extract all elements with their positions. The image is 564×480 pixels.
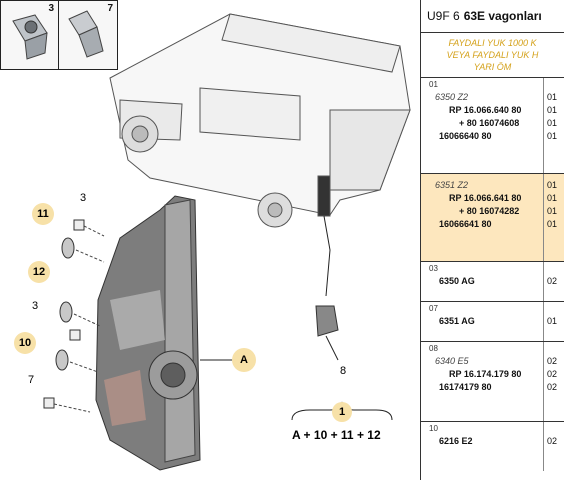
callout-1[interactable]: 1 [332,402,352,422]
exploded-view [43,13,411,471]
qty-divider [543,422,544,471]
part-quantity: 01 [547,180,558,190]
vehicle-type: 63E vagonları [463,9,542,23]
part-reference: 6340 E5 [435,356,469,366]
rear-lamp-assembly [95,195,201,471]
label-3-top: 3 [80,192,87,204]
callout-10[interactable]: 10 [14,332,36,354]
part-reference: RP 16.174.179 80 [449,369,522,379]
row-index: 03 [429,264,438,273]
lamp-lens-part [315,305,339,337]
thumbnail-number: 3 [48,3,54,14]
part-quantity: 01 [547,118,558,128]
row-index: 10 [429,424,438,433]
part-reference: 6351 Z2 [435,180,469,190]
panel-header: U9F 6 63E vagonları [421,0,564,33]
payload-note-line: VEYA FAYDALI YUK H [446,50,539,60]
part-reference: + 80 16074608 [459,118,520,128]
part-reference: 6350 AG [439,276,475,286]
part-reference: 6216 E2 [439,436,473,446]
part-reference: 16066640 80 [439,131,492,141]
row-index: 08 [429,344,438,353]
payload-note-line: FAYDALI YUK 1000 K [448,38,537,48]
part-row[interactable]: 08 6340 E5 02 RP 16.174.179 80 02 16174179 80… [421,341,564,421]
payload-note-line: YARI ÖM [473,62,512,72]
qty-divider [543,262,544,301]
part-row[interactable]: 6351 Z2 01 RP 16.066.641 80 01 + 80 16074282… [421,173,564,261]
clip-nut-icon [12,14,48,60]
part-quantity: 01 [547,131,558,141]
thumbnail-strip: 3 7 [0,0,118,70]
van-illustration [109,13,411,228]
label-8: 8 [340,365,347,377]
part-row[interactable]: 01 6350 Z2 01 RP 16.066.640 80 01 + 80 160746… [421,77,564,173]
part-reference: 16174179 80 [439,382,492,392]
part-reference: 6351 AG [439,316,475,326]
part-quantity: 02 [547,382,558,392]
label-7: 7 [28,374,35,386]
thumbnail-number: 7 [107,3,113,14]
vehicle-code: U9F 6 [427,9,460,23]
callout-12[interactable]: 12 [28,261,50,283]
row-index: 01 [429,80,438,89]
assembly-formula: A + 10 + 11 + 12 [292,428,381,442]
part-reference: 6350 Z2 [435,92,469,102]
parts-diagram: 3 7 [0,0,411,471]
part-quantity: 02 [547,276,558,286]
thumbnail-part-3[interactable]: 3 [1,1,59,69]
payload-note: FAYDALI YUK 1000 K VEYA FAYDALI YUK H YA… [421,33,564,77]
label-3-mid: 3 [32,300,39,312]
row-index: 07 [429,304,438,313]
part-reference: RP 16.066.641 80 [449,193,522,203]
part-quantity: 01 [547,316,558,326]
part-quantity: 01 [547,219,558,229]
part-quantity: 02 [547,436,558,446]
part-quantity: 01 [547,206,558,216]
part-reference: + 80 16074282 [459,206,520,216]
part-quantity: 01 [547,92,558,102]
qty-divider [543,302,544,341]
bulbs [43,219,85,409]
callout-a[interactable]: A [232,348,256,372]
qty-divider [543,342,544,421]
qty-divider [543,174,544,261]
part-quantity: 02 [547,356,558,366]
part-quantity: 02 [547,369,558,379]
qty-divider [543,78,544,173]
thumbnail-part-7[interactable]: 7 [59,1,117,69]
part-reference: RP 16.066.640 80 [449,105,522,115]
parts-list-panel: U9F 6 63E vagonları FAYDALI YUK 1000 K V… [420,0,564,480]
part-quantity: 01 [547,193,558,203]
callout-11[interactable]: 11 [32,203,54,225]
part-quantity: 01 [547,105,558,115]
part-reference: 16066641 80 [439,219,492,229]
rivet-icon [68,10,104,58]
